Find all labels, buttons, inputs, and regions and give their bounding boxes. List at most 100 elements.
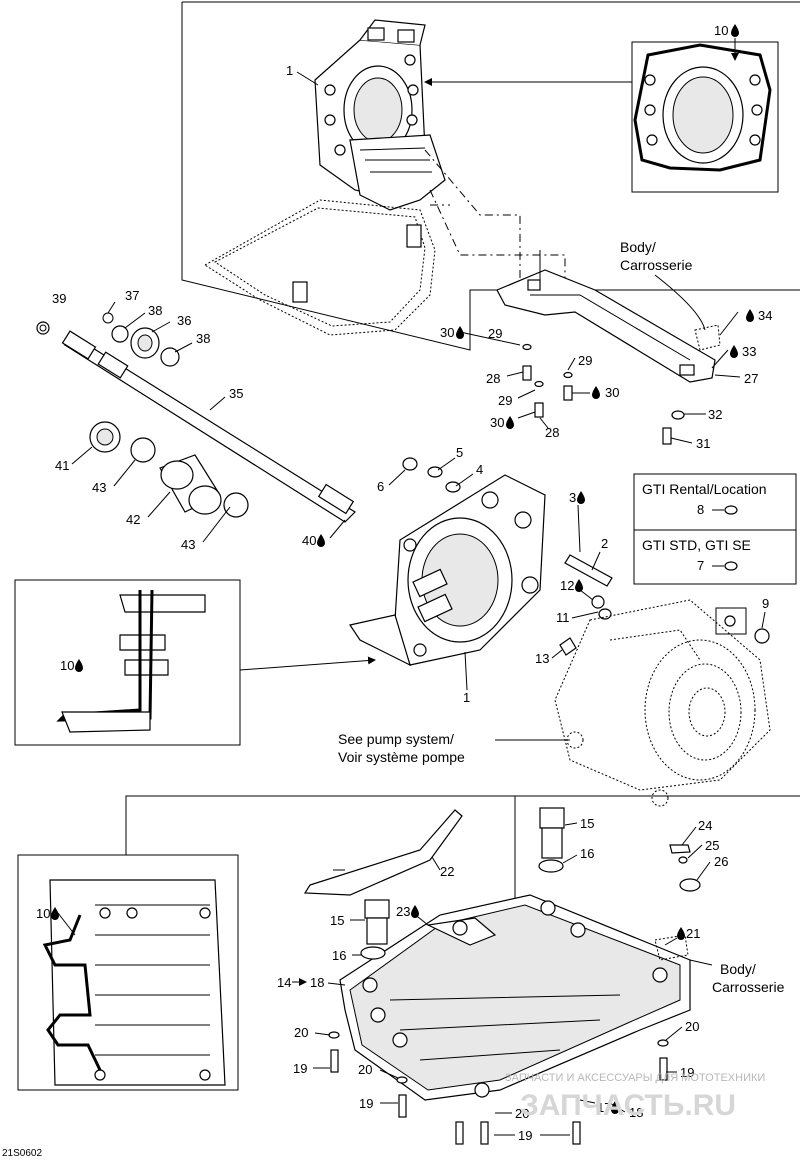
body-note-bottom-line2: Carrosserie bbox=[712, 979, 785, 995]
jet-pump-reference bbox=[554, 599, 771, 807]
drop-icon bbox=[411, 905, 419, 918]
callout-7: 7 bbox=[697, 558, 704, 573]
callout-29: 29 bbox=[488, 326, 502, 341]
callout-15b: 15 bbox=[330, 913, 344, 928]
intake-grate-top bbox=[204, 199, 436, 336]
pump-housing-top bbox=[314, 19, 446, 211]
fasteners-top bbox=[522, 343, 685, 445]
callout-20c: 20 bbox=[685, 1019, 699, 1034]
callout-1: 1 bbox=[286, 63, 293, 78]
callout-18b: 18 bbox=[629, 1105, 643, 1120]
callout-27: 27 bbox=[744, 371, 758, 386]
watermark-line1: ЗАПЧАСТИ И АКСЕССУАРЫ ДЛЯ МОТОТЕХНИКИ bbox=[505, 1072, 765, 1084]
callout-20b: 20 bbox=[358, 1062, 372, 1077]
drop-icon bbox=[51, 907, 59, 920]
callout-labels: 1 10 39 37 38 36 38 35 30 29 28 29 29 30… bbox=[36, 23, 772, 1143]
drop-icon bbox=[746, 309, 754, 322]
drop-icon bbox=[577, 491, 585, 504]
drop-icon bbox=[506, 416, 514, 429]
variant-table bbox=[633, 473, 797, 585]
callout-38: 38 bbox=[148, 303, 162, 318]
watermark: ЗАПЧАСТИ И АКСЕССУАРЫ ДЛЯ МОТОТЕХНИКИ ЗА… bbox=[505, 1072, 765, 1122]
callout-30: 30 bbox=[440, 325, 454, 340]
body-note-bottom-line1: Body/ bbox=[720, 961, 756, 977]
stud-2-parts bbox=[559, 554, 613, 656]
callout-25: 25 bbox=[705, 838, 719, 853]
fasteners-bottom bbox=[328, 844, 701, 1145]
callout-10c: 10 bbox=[36, 906, 50, 921]
callout-19: 19 bbox=[293, 1061, 307, 1076]
variant-rental-title: GTI Rental/Location bbox=[642, 481, 767, 497]
callout-29b: 29 bbox=[578, 353, 592, 368]
drop-icon bbox=[456, 326, 464, 339]
body-note-top-line2: Carrosserie bbox=[620, 257, 693, 273]
drive-shaft bbox=[36, 321, 356, 523]
callout-37: 37 bbox=[125, 288, 139, 303]
diagram-id: 21S0602 bbox=[2, 1148, 42, 1159]
sealant-detail-left bbox=[14, 579, 376, 746]
callout-14: 14 bbox=[277, 975, 291, 990]
callout-28b: 28 bbox=[545, 425, 559, 440]
callout-39: 39 bbox=[52, 291, 66, 306]
watermark-line2: ЗАПЧАСТЬ.RU bbox=[520, 1089, 736, 1122]
callout-23: 23 bbox=[396, 904, 410, 919]
drop-icon bbox=[575, 579, 583, 592]
drop-icon bbox=[731, 24, 739, 37]
washers-4-5-6 bbox=[402, 457, 461, 493]
callout-31: 31 bbox=[696, 436, 710, 451]
ride-plate-support bbox=[496, 250, 716, 383]
callout-29c: 29 bbox=[498, 393, 512, 408]
callout-32: 32 bbox=[708, 407, 722, 422]
drop-icon bbox=[677, 927, 685, 940]
callout-20d: 20 bbox=[515, 1106, 529, 1121]
callout-1b: 1 bbox=[463, 690, 470, 705]
callout-24: 24 bbox=[698, 818, 712, 833]
callout-19d: 19 bbox=[518, 1128, 532, 1143]
callout-41: 41 bbox=[55, 458, 69, 473]
callout-34: 34 bbox=[758, 308, 772, 323]
callout-16: 16 bbox=[580, 846, 594, 861]
sealant-detail-top bbox=[631, 38, 779, 193]
callout-18: 18 bbox=[310, 975, 324, 990]
callout-2: 2 bbox=[601, 536, 608, 551]
notes: Body/ Carrosserie Body/ Carrosserie See … bbox=[2, 239, 785, 1159]
callout-3: 3 bbox=[569, 490, 576, 505]
drop-icon bbox=[730, 345, 738, 358]
callout-30c: 30 bbox=[490, 415, 504, 430]
callout-43b: 43 bbox=[181, 537, 195, 552]
callout-26: 26 bbox=[714, 854, 728, 869]
callout-42: 42 bbox=[126, 512, 140, 527]
drop-icons bbox=[51, 24, 754, 1114]
drop-icon bbox=[611, 1101, 619, 1114]
callout-4: 4 bbox=[476, 462, 483, 477]
callout-33: 33 bbox=[742, 344, 756, 359]
callout-19b: 19 bbox=[359, 1096, 373, 1111]
callout-28: 28 bbox=[486, 371, 500, 386]
pump-housing-middle bbox=[349, 474, 546, 667]
pump-note-line1: See pump system/ bbox=[338, 731, 454, 747]
callout-20: 20 bbox=[294, 1025, 308, 1040]
callout-8: 8 bbox=[697, 502, 704, 517]
ride-plate bbox=[339, 894, 691, 1101]
callout-6: 6 bbox=[377, 479, 384, 494]
callout-9: 9 bbox=[762, 596, 769, 611]
callout-35: 35 bbox=[229, 386, 243, 401]
callout-43: 43 bbox=[92, 480, 106, 495]
callout-10b: 10 bbox=[60, 658, 74, 673]
boot-and-clamps bbox=[89, 421, 249, 518]
leader-lines bbox=[57, 71, 766, 1136]
plug-15-16 bbox=[360, 807, 565, 960]
nut-9 bbox=[715, 607, 770, 644]
callout-10: 10 bbox=[714, 23, 728, 38]
drop-icon bbox=[592, 386, 600, 399]
sealant-detail-bottom bbox=[17, 854, 239, 1091]
callout-40: 40 bbox=[302, 533, 316, 548]
seal-22 bbox=[303, 809, 463, 896]
callout-13: 13 bbox=[535, 651, 549, 666]
drop-icon bbox=[75, 659, 83, 672]
callout-30b: 30 bbox=[605, 385, 619, 400]
callout-11: 11 bbox=[556, 610, 570, 625]
callout-22: 22 bbox=[440, 864, 454, 879]
callout-21: 21 bbox=[686, 926, 700, 941]
